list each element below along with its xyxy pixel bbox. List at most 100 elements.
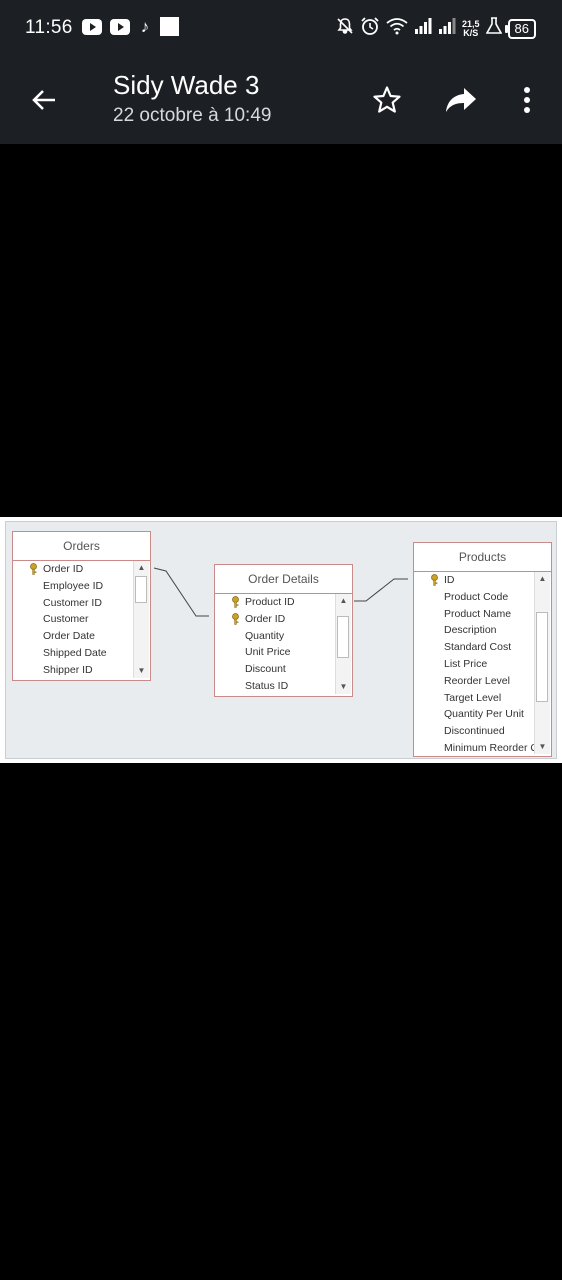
field-row[interactable]: Quantity Per Unit (414, 706, 534, 723)
field-label: Unit Price (245, 646, 291, 659)
field-row[interactable]: Unit Price (215, 644, 335, 661)
field-row[interactable]: Order ID (215, 611, 335, 628)
relationship-lines (153, 567, 408, 617)
signal-icon-2 (438, 18, 456, 39)
network-speed: 21,5 K/S (462, 18, 480, 38)
field-label: Minimum Reorder Q (444, 741, 534, 754)
field-row[interactable]: Shipped Date (13, 645, 133, 662)
field-row[interactable]: List Price (414, 656, 534, 673)
scroll-down-icon[interactable]: ▼ (538, 742, 547, 751)
relationship-diagram: Orders Order ID Employee ID Customer ID Cus… (5, 521, 557, 759)
field-label: Quantity (245, 629, 285, 642)
table-title: Orders (13, 532, 150, 561)
page-subtitle: 22 octobre à 10:49 (113, 105, 272, 126)
youtube-notification-icon-2 (110, 18, 130, 35)
table-orders[interactable]: Orders Order ID Employee ID Customer ID Cus… (12, 531, 151, 681)
scroll-down-icon[interactable]: ▼ (137, 666, 146, 675)
field-row[interactable]: Status ID (215, 678, 335, 695)
notification-square-icon (160, 17, 179, 36)
share-button[interactable] (441, 80, 481, 120)
table-title: Order Details (215, 565, 352, 594)
field-row[interactable]: Product ID (215, 594, 335, 611)
scrollbar[interactable]: ▲ ▼ (335, 594, 351, 694)
field-label: Employee ID (43, 579, 104, 592)
mute-icon (336, 17, 354, 40)
field-row[interactable]: Employee ID (13, 578, 133, 595)
battery-indicator: 86 (504, 18, 536, 39)
field-row[interactable]: Reorder Level (414, 673, 534, 690)
field-row[interactable]: Minimum Reorder Q (414, 740, 534, 757)
primary-key-icon (430, 574, 439, 586)
field-row[interactable]: Order ID (13, 561, 133, 578)
field-label: Customer ID (43, 596, 102, 609)
alarm-icon (360, 16, 380, 41)
status-bar: 11:56 ♪ 21,5 K/S 86 (0, 0, 562, 56)
scroll-up-icon[interactable]: ▲ (339, 596, 348, 605)
field-row[interactable]: Shipper ID (13, 662, 133, 679)
back-button[interactable] (24, 80, 64, 120)
table-title: Products (414, 543, 551, 572)
youtube-notification-icon (82, 18, 102, 35)
field-label: Order ID (43, 563, 84, 575)
tiktok-notification-icon: ♪ (140, 16, 150, 36)
field-row[interactable]: Discount (215, 661, 335, 678)
field-row[interactable]: Customer ID (13, 595, 133, 612)
scroll-up-icon[interactable]: ▲ (538, 574, 547, 583)
field-row[interactable]: Product Code (414, 589, 534, 606)
field-label: Product ID (245, 596, 295, 608)
field-label: List Price (444, 657, 488, 670)
primary-key-icon (231, 612, 240, 625)
app-bar: Sidy Wade 3 22 octobre à 10:49 (0, 56, 562, 144)
table-order-details[interactable]: Order Details Product ID Order ID Quantity… (214, 564, 353, 697)
field-label: Product Name (444, 607, 512, 620)
scroll-thumb[interactable] (337, 616, 349, 658)
field-row[interactable]: Product Name (414, 606, 534, 623)
field-label: Order Date (43, 630, 95, 643)
clock: 11:56 (25, 17, 73, 38)
field-label: Reorder Level (444, 674, 510, 687)
field-label: Customer (43, 613, 89, 626)
page-title: Sidy Wade 3 (113, 70, 260, 100)
scroll-up-icon[interactable]: ▲ (137, 563, 146, 572)
field-row[interactable]: Standard Cost (414, 639, 534, 656)
scrollbar[interactable]: ▲ ▼ (133, 561, 149, 678)
arrow-left-icon (32, 90, 55, 110)
field-label: Quantity Per Unit (444, 708, 524, 721)
field-label: Product Code (444, 590, 509, 603)
more-options-button[interactable] (507, 80, 547, 120)
field-label: Discount (245, 663, 286, 676)
field-row[interactable]: Order Date (13, 628, 133, 645)
field-row[interactable]: Target Level (414, 690, 534, 707)
field-row[interactable]: Discontinued (414, 723, 534, 740)
order-details-products-link (354, 578, 408, 602)
field-label: Standard Cost (444, 641, 512, 654)
more-vert-icon (524, 87, 530, 113)
star-icon (373, 86, 401, 113)
field-label: ID (444, 574, 455, 586)
field-label: Order ID (245, 612, 286, 625)
field-row[interactable]: ID (414, 572, 534, 589)
signal-icon (414, 18, 432, 39)
field-row[interactable]: Customer (13, 611, 133, 628)
wifi-icon (386, 17, 408, 40)
field-label: Shipped Date (43, 646, 107, 659)
share-icon (446, 88, 476, 112)
field-label: Status ID (245, 679, 289, 692)
field-row[interactable]: Description (414, 622, 534, 639)
scroll-thumb[interactable] (536, 612, 548, 702)
favorite-button[interactable] (367, 80, 407, 120)
photo-viewer-image[interactable]: Orders Order ID Employee ID Customer ID Cus… (0, 517, 562, 763)
field-label: Discontinued (444, 725, 505, 738)
field-label: Target Level (444, 691, 502, 704)
scrollbar[interactable]: ▲ ▼ (534, 572, 550, 754)
field-row[interactable]: Quantity (215, 628, 335, 645)
scroll-down-icon[interactable]: ▼ (339, 682, 348, 691)
primary-key-icon (231, 596, 240, 608)
primary-key-icon (29, 563, 38, 575)
field-label: Shipper ID (43, 663, 93, 676)
scroll-thumb[interactable] (135, 576, 147, 603)
